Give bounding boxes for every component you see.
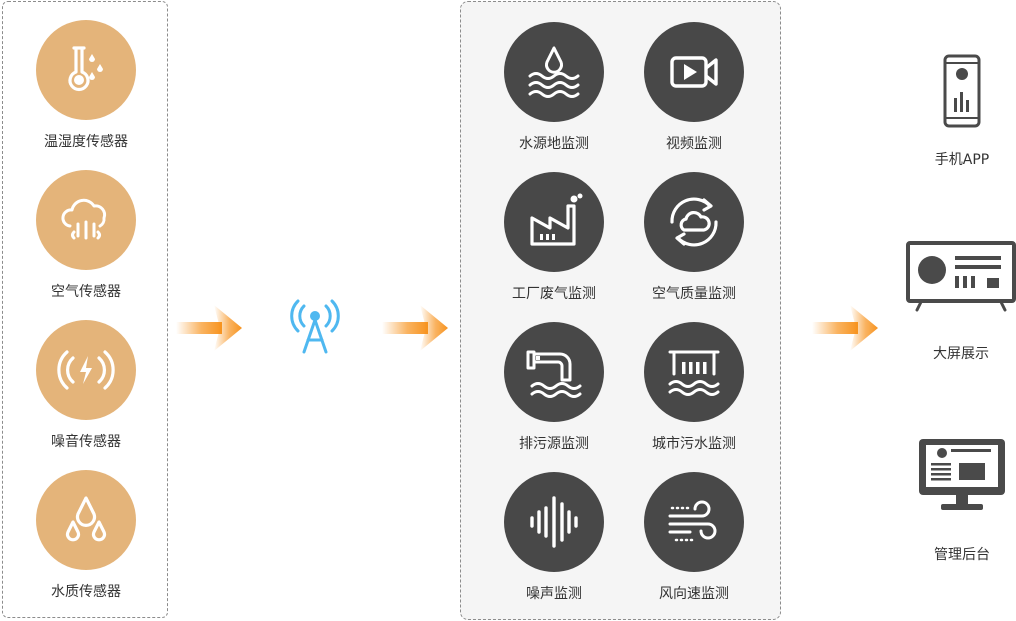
monitor-icon-circle xyxy=(504,472,604,572)
water-source-icon xyxy=(528,46,580,98)
output-large-screen: 大屏展示 xyxy=(901,240,1016,362)
sensor-icon-circle xyxy=(36,20,136,120)
arrow-right-icon xyxy=(382,305,448,351)
monitor-icon-circle xyxy=(644,22,744,122)
sound-wave-icon xyxy=(57,350,115,390)
monitor-icon-circle xyxy=(644,472,744,572)
monitor-factory-exhaust: 工厂废气监测 xyxy=(484,172,624,302)
monitor-noise: 噪声监测 xyxy=(484,472,624,602)
monitor-label: 视频监测 xyxy=(666,136,722,152)
monitor-wind: 风向速监测 xyxy=(624,472,764,602)
signal-tower-icon xyxy=(290,299,340,354)
sensor-panel: 温湿度传感器 空气传感器 xyxy=(2,1,168,618)
monitor-city-sewage: 城市污水监测 xyxy=(624,322,764,452)
discharge-pipe-icon xyxy=(526,350,582,398)
monitor-discharge-source: 排污源监测 xyxy=(484,322,624,452)
monitor-video: 视频监测 xyxy=(624,22,764,152)
monitor-label: 空气质量监测 xyxy=(652,286,736,302)
monitor-label: 风向速监测 xyxy=(659,586,729,602)
output-label: 手机APP xyxy=(934,152,990,168)
cloud-air-icon xyxy=(61,198,107,240)
monitor-icon-circle xyxy=(504,322,604,422)
sewage-icon xyxy=(668,350,720,396)
monitor-icon-circle xyxy=(504,22,604,122)
monitor-icon-circle xyxy=(644,322,744,422)
sensor-noise: 噪音传感器 xyxy=(3,320,169,450)
monitor-water-source: 水源地监测 xyxy=(484,22,624,152)
monitor-label: 城市污水监测 xyxy=(652,436,736,452)
monitor-air-quality: 空气质量监测 xyxy=(624,172,764,302)
monitor-icon-circle xyxy=(504,172,604,272)
monitor-label: 工厂废气监测 xyxy=(512,286,596,302)
mobile-phone-icon xyxy=(943,54,981,128)
large-screen-icon xyxy=(906,241,1016,312)
sensor-label: 空气传感器 xyxy=(51,284,121,300)
sensor-label: 水质传感器 xyxy=(51,584,121,600)
arrow-right-icon xyxy=(812,305,878,351)
audio-wave-icon xyxy=(530,496,578,548)
sensor-label: 温湿度传感器 xyxy=(44,134,128,150)
video-camera-icon xyxy=(670,56,718,88)
output-mobile-app: 手机APP xyxy=(902,54,1016,168)
sensor-icon-circle xyxy=(36,170,136,270)
factory-icon xyxy=(530,193,583,246)
sensor-temperature-humidity: 温湿度传感器 xyxy=(3,20,169,150)
output-label: 大屏展示 xyxy=(933,346,989,362)
sensor-air: 空气传感器 xyxy=(3,170,169,300)
sensor-icon-circle xyxy=(36,470,136,570)
sensor-icon-circle xyxy=(36,320,136,420)
monitoring-panel: 水源地监测 视频监测 xyxy=(460,1,781,620)
monitor-label: 排污源监测 xyxy=(519,436,589,452)
output-admin-backend: 管理后台 xyxy=(902,437,1016,563)
arrow-right-icon xyxy=(176,305,242,351)
sensor-label: 噪音传感器 xyxy=(51,434,121,450)
desktop-monitor-icon xyxy=(919,439,1005,510)
monitor-label: 水源地监测 xyxy=(519,136,589,152)
sensor-water-quality: 水质传感器 xyxy=(3,470,169,600)
monitor-label: 噪声监测 xyxy=(526,586,582,602)
thermometer-humidity-icon xyxy=(68,46,103,92)
water-drops-icon xyxy=(65,496,107,542)
cloud-cycle-icon xyxy=(670,197,718,247)
monitor-icon-circle xyxy=(644,172,744,272)
output-label: 管理后台 xyxy=(934,547,990,563)
wind-icon xyxy=(668,500,717,542)
